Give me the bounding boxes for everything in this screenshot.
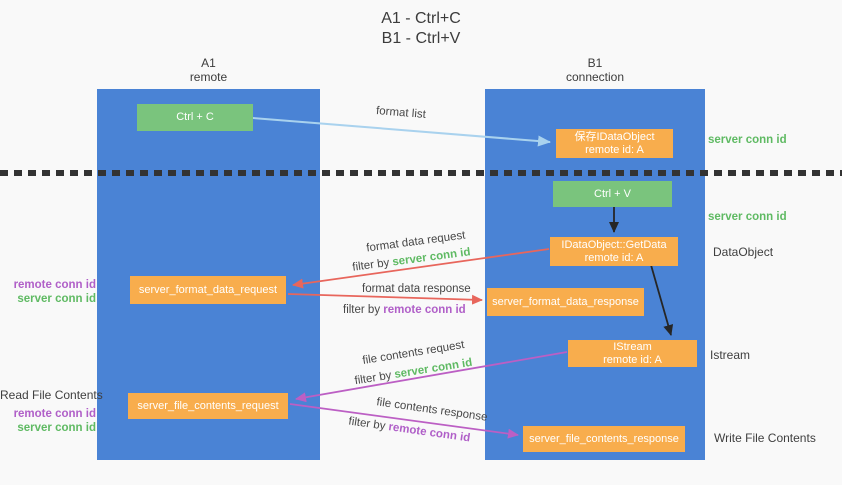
file-contents-response-arrow [289, 403, 519, 439]
save-idataobject-line1: 保存IDataObject [574, 130, 655, 143]
server-format-data-response-label: server_format_data_response [492, 295, 639, 308]
node-istream: IStream remote id: A [568, 340, 697, 367]
node-ctrl-c: Ctrl + C [137, 104, 253, 131]
format-list-arrow [252, 117, 551, 147]
lane-a1-id: A1 [201, 56, 216, 70]
lane-a1-name: remote [189, 70, 228, 84]
annotation-server-conn-id-mid-right: server conn id [708, 211, 787, 223]
node-save-idataobject: 保存IDataObject remote id: A [556, 129, 673, 158]
node-server-file-contents-response: server_file_contents_response [523, 426, 685, 452]
server-file-contents-response-label: server_file_contents_response [529, 432, 679, 445]
annotation-left-conn-ids-top: remote conn id server conn id [0, 278, 96, 306]
format-data-response-arrow [287, 293, 483, 305]
ctrl-v-label: Ctrl + V [594, 187, 631, 200]
annotation-left-conn-ids-bottom: remote conn id server conn id [0, 407, 96, 435]
getdata-line1: IDataObject::GetData [561, 238, 667, 251]
getdata-to-istream-arrow [650, 264, 674, 336]
lane-b1-id: B1 [587, 56, 603, 70]
title-line-2: B1 - Ctrl+V [381, 30, 461, 47]
filter-by-text: filter by [343, 304, 381, 316]
annotation-write-file-contents: Write File Contents [714, 431, 816, 445]
lane-header-b1: B1 connection [485, 56, 705, 84]
annotation-istream: Istream [710, 348, 751, 362]
annotation-server-conn-id-top-right: server conn id [708, 134, 787, 146]
lane-header-a1: A1 remote [97, 56, 320, 84]
annotation-remote-conn-id-bottom-left: remote conn id [13, 408, 96, 420]
save-idataobject-line2: remote id: A [585, 143, 644, 156]
server-file-contents-request-label: server_file_contents_request [137, 399, 279, 412]
getdata-line2: remote id: A [584, 251, 644, 264]
file-contents-request-arrow [295, 351, 568, 403]
node-server-format-data-request: server_format_data_request [130, 276, 286, 304]
istream-line1: IStream [613, 340, 652, 353]
node-server-file-contents-request: server_file_contents_request [128, 393, 288, 419]
annotation-remote-conn-id-top-left: remote conn id [13, 279, 96, 291]
annotation-dataobject: DataObject [713, 245, 774, 259]
lane-b1-name: connection [565, 70, 625, 84]
edge-label-format-data-response: format data response [362, 283, 471, 295]
format-data-request-arrow [292, 248, 550, 289]
remote-conn-id-text: remote conn id [383, 304, 466, 316]
server-format-data-request-label: server_format_data_request [138, 283, 278, 296]
annotation-read-file-contents: Read File Contents [0, 388, 103, 402]
node-server-format-data-response: server_format_data_response [487, 288, 644, 316]
edge-label-filter-by-remote-conn-id-1: filter by remote conn id [343, 304, 466, 316]
annotation-server-conn-id-bottom-left: server conn id [17, 422, 96, 434]
session-divider-dotted-line [0, 170, 842, 176]
annotation-server-conn-id-top-left: server conn id [17, 293, 96, 305]
title-line-1: A1 - Ctrl+C [381, 10, 461, 27]
ctrl-c-label: Ctrl + C [176, 111, 214, 123]
node-ctrl-v: Ctrl + V [553, 181, 672, 207]
istream-line2: remote id: A [603, 353, 662, 366]
diagram-title: A1 - Ctrl+C B1 - Ctrl+V [0, 9, 842, 49]
node-idataobject-getdata: IDataObject::GetData remote id: A [550, 237, 678, 266]
